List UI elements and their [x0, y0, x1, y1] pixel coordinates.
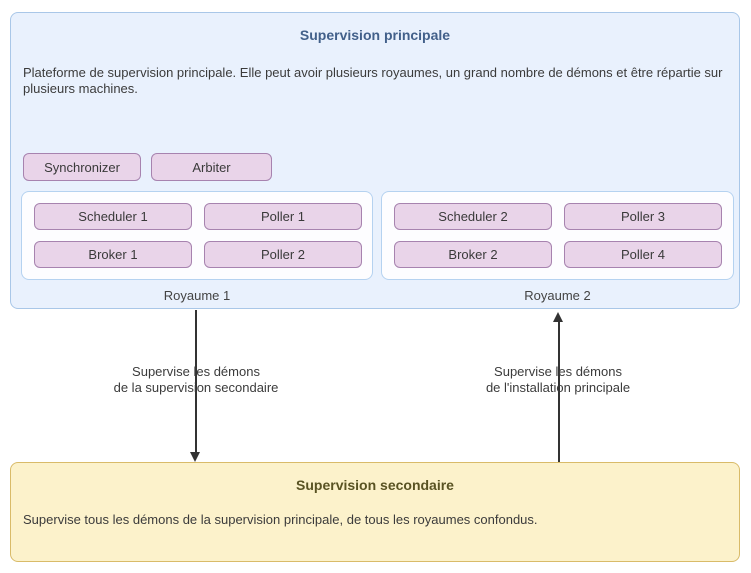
- arrow-up-label-line2: de l'installation principale: [485, 380, 631, 395]
- daemon-node-broker-1: Broker 1: [34, 241, 192, 268]
- daemon-node-scheduler-2: Scheduler 2: [394, 203, 552, 230]
- main-supervision-description: Plateforme de supervision principale. El…: [23, 65, 723, 96]
- daemon-node-poller-2: Poller 2: [204, 241, 362, 268]
- arrow-down-line: [195, 310, 197, 453]
- daemon-node-synchronizer: Synchronizer: [23, 153, 141, 181]
- realm-box-royaume-2: Scheduler 2 Poller 3 Broker 2 Poller 4: [381, 191, 734, 280]
- main-supervision-title: Supervision principale: [299, 27, 451, 43]
- daemon-node-poller-3: Poller 3: [564, 203, 722, 230]
- arrow-up-label: Supervise les démons de l'installation p…: [448, 364, 668, 396]
- daemon-node-scheduler-1: Scheduler 1: [34, 203, 192, 230]
- daemon-node-poller-1: Poller 1: [204, 203, 362, 230]
- arrow-down-label: Supervise les démons de la supervision s…: [86, 364, 306, 396]
- realm-box-royaume-1: Scheduler 1 Poller 1 Broker 1 Poller 2: [21, 191, 373, 280]
- main-supervision-box: Supervision principale Plateforme de sup…: [10, 12, 740, 309]
- arrow-down-head-icon: [190, 452, 200, 462]
- arrow-down-label-line1: Supervise les démons: [132, 364, 260, 379]
- realm-label-royaume-1: Royaume 1: [163, 288, 231, 303]
- arrow-up-head-icon: [553, 312, 563, 322]
- daemon-node-arbiter: Arbiter: [151, 153, 272, 181]
- daemon-node-poller-4: Poller 4: [564, 241, 722, 268]
- secondary-supervision-title: Supervision secondaire: [296, 477, 454, 493]
- secondary-supervision-description: Supervise tous les démons de la supervis…: [23, 512, 538, 527]
- arrow-up-label-line1: Supervise les démons: [494, 364, 622, 379]
- realm-label-royaume-2: Royaume 2: [524, 288, 591, 303]
- daemon-node-broker-2: Broker 2: [394, 241, 552, 268]
- secondary-supervision-box: Supervision secondaire Supervise tous le…: [10, 462, 740, 562]
- arrow-up-line: [558, 321, 560, 462]
- arrow-down-label-line2: de la supervision secondaire: [113, 380, 279, 395]
